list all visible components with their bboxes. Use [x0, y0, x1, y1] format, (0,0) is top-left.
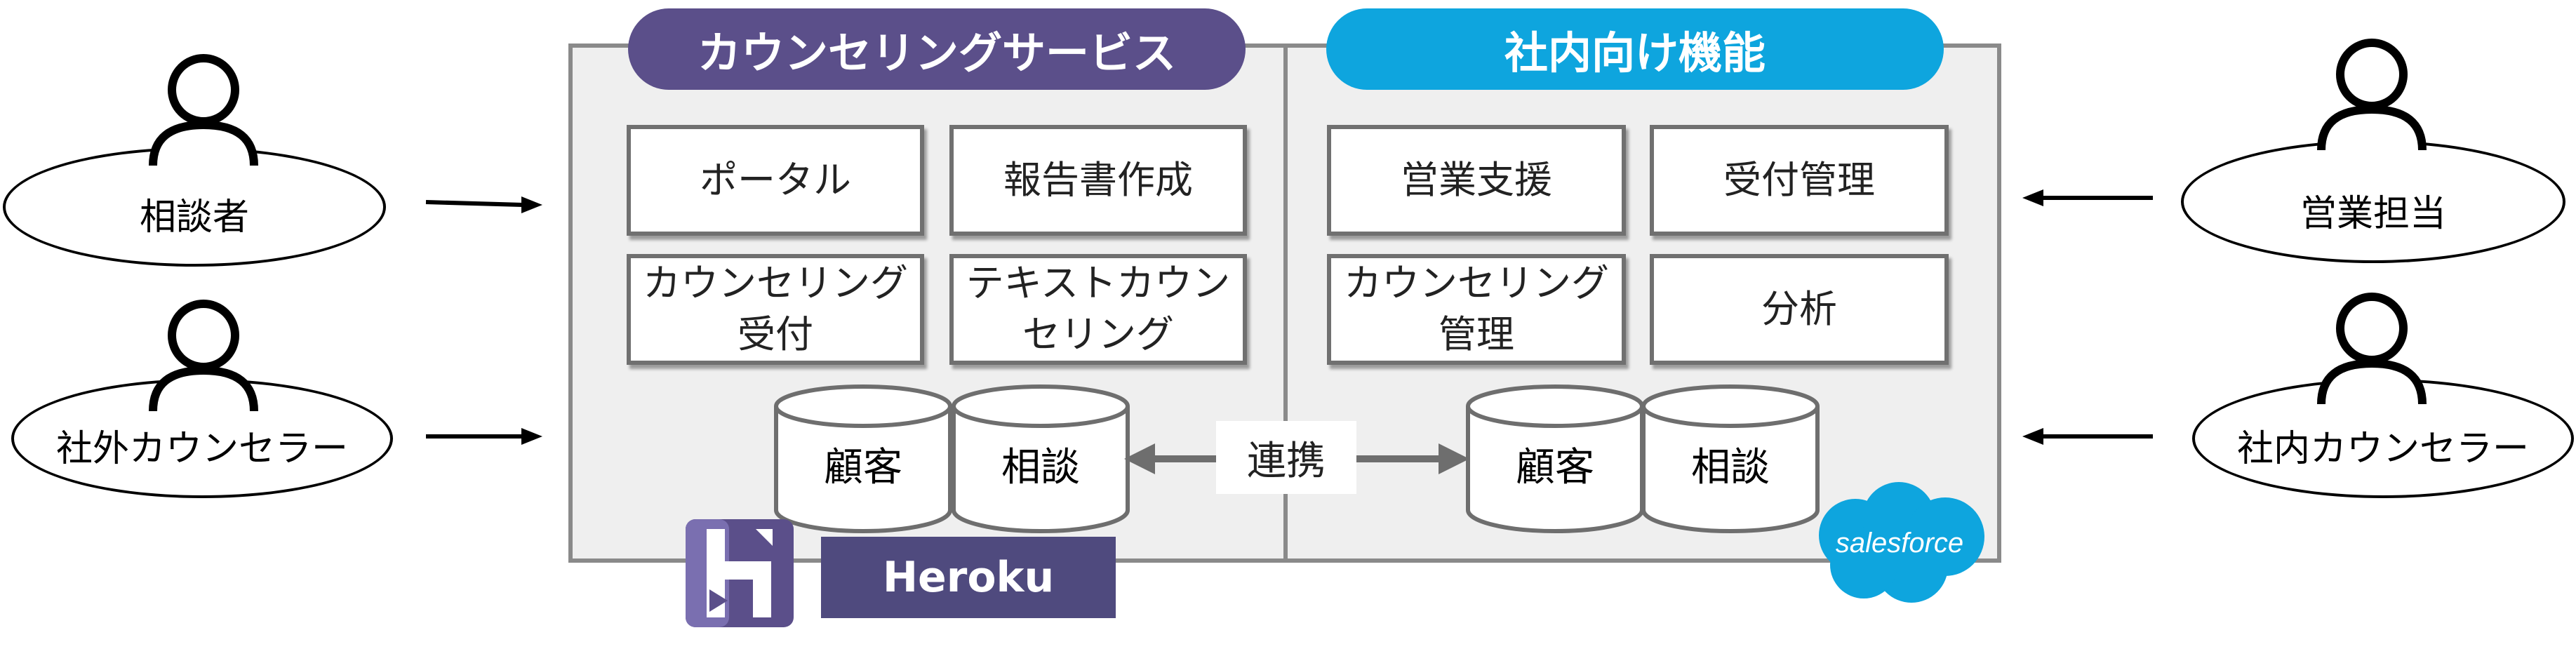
salesforce-logo-icon: salesforce	[1819, 482, 1984, 603]
db-label: 相談	[1001, 445, 1080, 490]
box-line: カウンセリング	[1344, 261, 1609, 306]
internal-functions-header: 社内向け機能	[1326, 8, 1944, 90]
person-icon	[2317, 293, 2427, 405]
box-line: 受付	[738, 312, 813, 356]
box-line: 管理	[1439, 312, 1514, 356]
counseling-mgmt-box: カウンセリング 管理	[1327, 254, 1626, 365]
heroku-label: Heroku	[821, 537, 1116, 618]
text-counseling-box: テキストカウン セリング	[949, 254, 1247, 365]
consultation-db-heroku: 相談	[952, 384, 1130, 533]
db-label: 顧客	[1516, 445, 1594, 490]
person-icon	[2317, 39, 2427, 151]
arrow-icon	[2022, 189, 2153, 206]
counseling-service-header: カウンセリングサービス	[628, 8, 1246, 90]
box-line: カウンセリング	[643, 261, 908, 306]
portal-box: ポータル	[627, 125, 924, 236]
report-box: 報告書作成	[949, 125, 1247, 236]
box-line: セリング	[1022, 312, 1174, 356]
heroku-logo-icon	[686, 519, 794, 627]
actor-label: 社内カウンセラー	[2236, 428, 2529, 470]
person-icon	[149, 54, 258, 166]
customer-db-salesforce: 顧客	[1466, 384, 1644, 533]
actor-internal-counselor: 社内カウンセラー	[2192, 379, 2574, 498]
actor-sales-rep: 営業担当	[2181, 140, 2565, 263]
panel-divider	[1283, 44, 1288, 563]
arrow-icon	[425, 196, 542, 213]
sync-label: 連携	[1216, 421, 1356, 494]
actor-consulter: 相談者	[3, 147, 386, 267]
person-icon	[149, 300, 258, 412]
reception-mgmt-box: 受付管理	[1650, 125, 1949, 236]
customer-db-heroku: 顧客	[774, 384, 952, 533]
box-line: テキストカウン	[966, 261, 1231, 306]
counseling-reception-box: カウンセリング 受付	[627, 254, 924, 365]
arrow-icon	[426, 428, 542, 445]
consultation-db-salesforce: 相談	[1641, 384, 1820, 533]
actor-label: 相談者	[139, 196, 249, 239]
db-label: 顧客	[824, 445, 902, 490]
analysis-box: 分析	[1650, 254, 1949, 365]
sales-support-box: 営業支援	[1327, 125, 1626, 236]
db-label: 相談	[1691, 445, 1770, 490]
actor-label: 営業担当	[2300, 193, 2446, 235]
arrow-icon	[2022, 428, 2153, 445]
salesforce-wordmark: salesforce	[1836, 528, 1963, 558]
actor-label: 社外カウンセラー	[55, 428, 348, 470]
